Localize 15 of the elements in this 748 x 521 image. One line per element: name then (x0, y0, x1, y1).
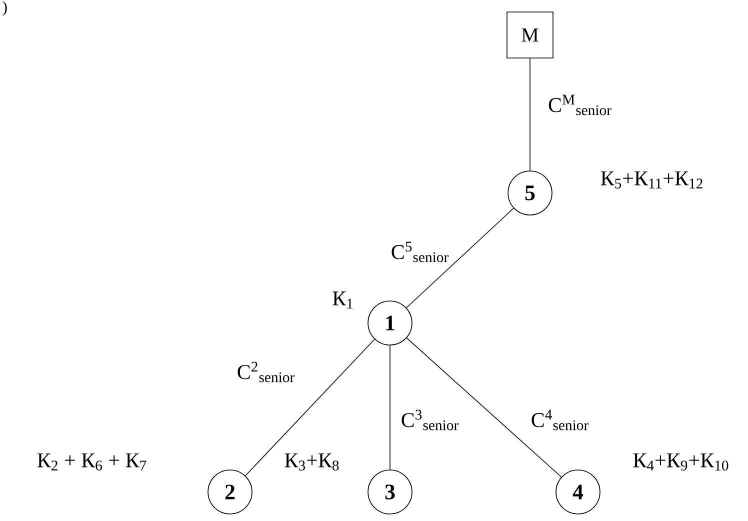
panel-label: ) (2, 1, 7, 16)
edge-label: C$^{5}$senior (390, 240, 450, 264)
edge-label: C$^{3}$senior (400, 408, 460, 432)
edge-label: C$^{M}$senior (547, 94, 613, 116)
edge-label: C$^{4}$senior (530, 408, 590, 432)
connector-line (406, 208, 514, 308)
node-caption: К$_{2}$ + К$_{6}$ + К$_{7}$ (38, 453, 146, 470)
node-caption: К$_{1}$ (332, 292, 353, 308)
connector-line (406, 338, 562, 478)
connector-line (245, 338, 375, 476)
process-box: M (506, 12, 554, 58)
node-caption: К$_{4}$+К$_{9}$+К$_{10}$ (633, 453, 728, 470)
node-caption: К$_{3}$+К$_{8}$ (284, 453, 339, 470)
edge-label: C$^{2}$senior (236, 360, 296, 384)
node-caption: К$_{5}$+К$_{11}$+К$_{12}$ (600, 171, 702, 188)
